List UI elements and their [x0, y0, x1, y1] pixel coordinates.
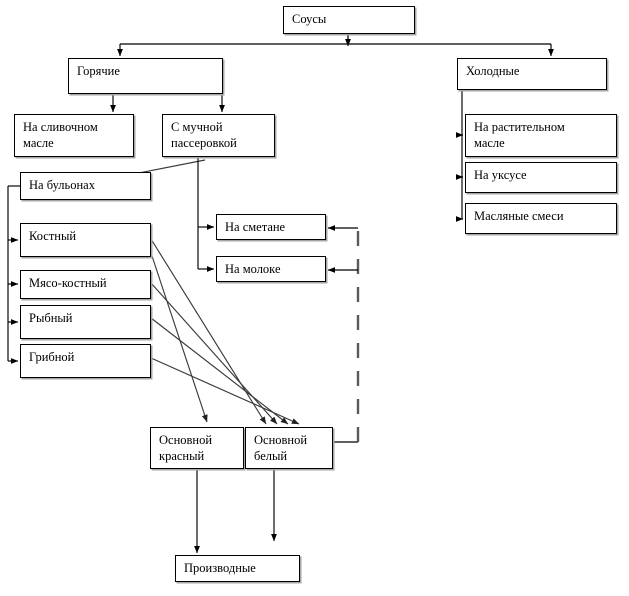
- node-na-moloke[interactable]: На молоке: [216, 256, 326, 282]
- node-na-rastitelnom-masle[interactable]: На растительном масле: [465, 114, 617, 157]
- node-kostny[interactable]: Костный: [20, 223, 151, 257]
- edge-myasokostny-osnbely: [150, 282, 278, 425]
- node-s-muchnoy-passerovkoy[interactable]: С мучной пассеровкой: [162, 114, 275, 157]
- node-osnovnoy-bely[interactable]: Основной белый: [245, 427, 333, 469]
- node-na-bulonah[interactable]: На бульонах: [20, 172, 151, 200]
- node-na-uksuse[interactable]: На уксусе: [465, 162, 617, 193]
- node-gribnoy[interactable]: Грибной: [20, 344, 151, 378]
- node-proizvodnye[interactable]: Производные: [175, 555, 300, 582]
- edge-kostny-osnkrasny: [151, 255, 208, 423]
- node-osnovnoy-krasny[interactable]: Основной красный: [150, 427, 244, 469]
- node-holodnye[interactable]: Холодные: [457, 58, 607, 90]
- node-maslyanye-smesi[interactable]: Масляные смеси: [465, 203, 617, 234]
- node-na-smetane[interactable]: На сметане: [216, 214, 326, 240]
- node-myaso-kostny[interactable]: Мясо-костный: [20, 270, 151, 299]
- node-rybny[interactable]: Рыбный: [20, 305, 151, 339]
- edge-gribnoy-osnbely: [150, 357, 300, 425]
- node-sousy[interactable]: Соусы: [283, 6, 415, 34]
- node-goryachie[interactable]: Горячие: [68, 58, 223, 94]
- edge-rybny-osnbely: [150, 317, 289, 425]
- node-na-slivochnom-masle[interactable]: На сливочном масле: [14, 114, 134, 157]
